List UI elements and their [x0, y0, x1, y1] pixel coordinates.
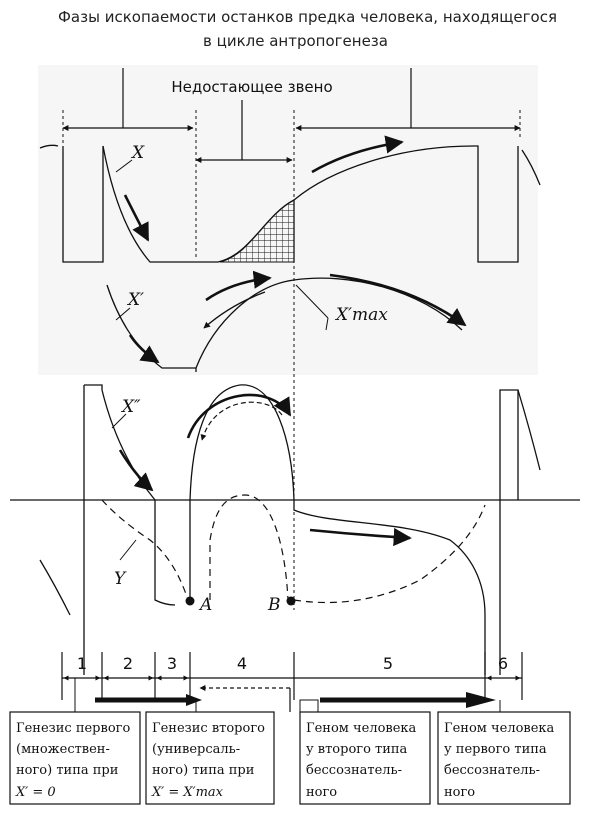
label-point-b: B: [267, 595, 281, 615]
arrow-xpp-down: [118, 449, 154, 492]
label-y: Y: [114, 569, 127, 589]
arrow-xp-right: [205, 270, 272, 302]
graph-x-double-prime: [39, 384, 541, 675]
box3-line3: бессознатель-: [306, 763, 402, 778]
segment-4: 4: [237, 654, 247, 673]
label-point-a: A: [198, 595, 212, 615]
box3-line2: у второго типа: [306, 742, 408, 757]
arrow-xpp-arc-dashed: [200, 401, 283, 441]
flow-arrow-2-head: [466, 692, 496, 708]
box4-line3: бессознатель-: [444, 763, 540, 778]
xp-leader: [115, 307, 131, 321]
arrow-x-up: [311, 135, 404, 174]
segment-6: 6: [498, 654, 508, 673]
box2-line2: (универсаль-: [152, 742, 240, 757]
box-genome-first: Геном человека у первого типа бессознате…: [437, 711, 571, 805]
label-x: X: [130, 143, 145, 163]
box4-line4: ного: [444, 785, 475, 800]
label-x-max: X′max: [334, 305, 388, 325]
box2-line4: X′ = X′max: [151, 785, 224, 800]
point-a: [185, 596, 195, 606]
segment-bar: [61, 652, 523, 700]
box-genesis-first: Генезис первого (множествен- ного) типа …: [9, 711, 141, 805]
xmax-leader: [295, 284, 329, 319]
box1-line3: ного) типа при: [16, 763, 118, 778]
segment-5: 5: [383, 654, 393, 673]
missing-link-hatch: [219, 199, 295, 263]
arrow-xp-down: [329, 273, 467, 327]
arrow-xp-left: [203, 291, 266, 329]
arrow-x-down: [123, 194, 150, 242]
box1-line4: X′ = 0: [15, 785, 56, 800]
box2-line3: ного) типа при: [152, 763, 254, 778]
box3-line1: Геном человека: [306, 721, 417, 736]
box3-line4: ного: [306, 785, 337, 800]
box2-line1: Генезис второго: [152, 721, 265, 736]
box1-line1: Генезис первого: [16, 721, 130, 736]
box4-line1: Геном человека: [444, 721, 555, 736]
y-leader: [119, 539, 137, 561]
arrow-xp-down-left: [128, 334, 160, 364]
box-genome-second: Геном человека у второго типа бессознате…: [299, 711, 431, 805]
segment-2: 2: [123, 654, 133, 673]
missing-link-label: Недостающее звено: [171, 78, 332, 96]
box1-line2: (множествен-: [16, 742, 110, 757]
arrow-xpp-right: [309, 527, 412, 547]
flow-arrow-1-head: [186, 694, 202, 706]
point-b: [286, 596, 296, 606]
title-line-1: Фазы ископаемости останков предка челове…: [58, 8, 557, 26]
label-x-prime: X′: [126, 290, 144, 310]
xpp-leader: [111, 413, 127, 429]
label-x-double-prime: X″: [120, 397, 141, 417]
title-line-2: в цикле антропогенеза: [203, 32, 388, 50]
box4-line2: у первого типа: [444, 742, 547, 757]
box-genesis-second: Генезис второго (универсаль- ного) типа …: [145, 711, 275, 805]
segment-1: 1: [77, 654, 87, 673]
x-leader: [115, 159, 133, 173]
graph-y-dashed: [101, 494, 486, 604]
arrow-xpp-arc-solid: [186, 393, 292, 439]
segment-3: 3: [167, 654, 177, 673]
